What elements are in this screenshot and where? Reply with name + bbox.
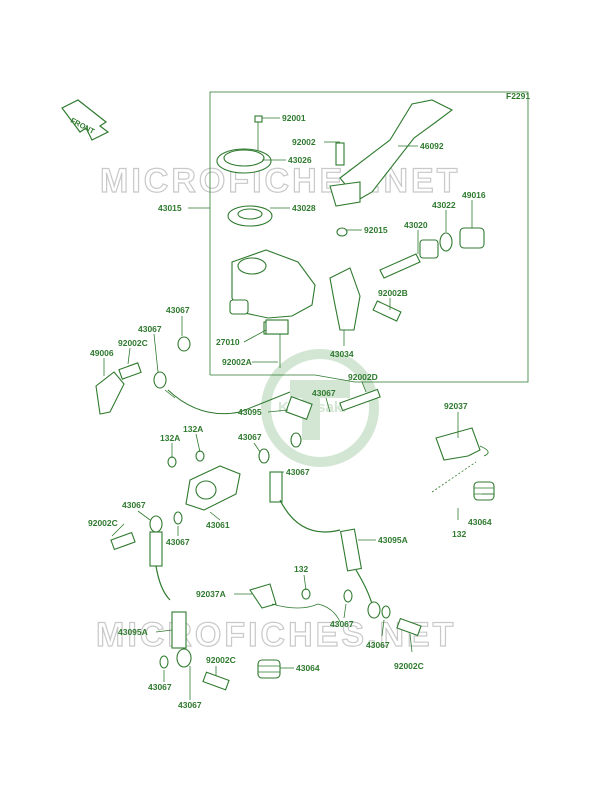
label-92002A: 92002A <box>222 357 252 367</box>
label-92037A: 92037A <box>196 589 226 599</box>
label-43067-e: 43067 <box>286 467 310 477</box>
label-43067-c: 43067 <box>312 388 336 398</box>
connection-guide <box>431 461 477 493</box>
label-132A-a: 132A <box>183 424 203 434</box>
label-43028: 43028 <box>292 203 316 213</box>
grommet-lower <box>257 659 281 679</box>
label-43020: 43020 <box>404 220 428 230</box>
label-43067-k: 43067 <box>178 700 202 710</box>
label-43034: 43034 <box>330 349 354 359</box>
label-43067-b: 43067 <box>138 324 162 334</box>
label-92002C-c: 92002C <box>394 661 424 671</box>
watermark-bottom: MICROFICHES.NET <box>96 616 456 654</box>
piston-assembly <box>379 227 485 279</box>
label-43026: 43026 <box>288 155 312 165</box>
banjo-bolt-lower <box>202 671 230 691</box>
label-92002D: 92002D <box>348 372 378 382</box>
banjo-mid <box>258 388 381 464</box>
label-49016: 49016 <box>462 190 486 200</box>
label-43064-a: 43064 <box>468 517 492 527</box>
label-27010: 27010 <box>216 337 240 347</box>
label-43067-i: 43067 <box>366 640 390 650</box>
label-132-a: 132 <box>452 529 466 539</box>
label-92002: 92002 <box>292 137 316 147</box>
label-43067-d: 43067 <box>238 432 262 442</box>
figure-code: F2291 <box>506 91 530 101</box>
label-43095A-a: 43095A <box>378 535 408 545</box>
brake-switch <box>265 319 289 368</box>
label-43095: 43095 <box>238 407 262 417</box>
lever-holder <box>329 267 402 331</box>
brake-hose-lower-left <box>110 511 192 669</box>
label-43015: 43015 <box>158 203 182 213</box>
label-43064-b: 43064 <box>296 663 320 673</box>
label-43067-a: 43067 <box>166 305 190 315</box>
label-132-b: 132 <box>294 564 308 574</box>
diaphragm <box>227 205 273 227</box>
label-92002C-b: 92002C <box>88 518 118 528</box>
label-43095A-b: 43095A <box>118 627 148 637</box>
label-92002C-a: 92002C <box>118 338 148 348</box>
label-43067-j: 43067 <box>148 682 172 692</box>
callouts: 92001 92002 46092 43026 43015 43028 4901… <box>88 113 494 710</box>
label-92037: 92037 <box>444 401 468 411</box>
watermark-top: MICROFICHES.NET <box>100 162 460 200</box>
label-92002B: 92002B <box>378 288 408 298</box>
brake-hose-upper <box>167 389 291 415</box>
label-46092: 46092 <box>420 141 444 151</box>
label-92001: 92001 <box>282 113 306 123</box>
hose-clamp-lower <box>249 583 341 623</box>
reservoir-cap <box>216 115 272 174</box>
label-92015: 92015 <box>364 225 388 235</box>
label-49006: 49006 <box>90 348 114 358</box>
assembly-frame <box>209 91 529 383</box>
front-arrow-icon: FRONT <box>61 99 110 141</box>
brake-hose-lower-right <box>269 471 422 637</box>
label-43061: 43061 <box>206 520 230 530</box>
label-43067-f: 43067 <box>122 500 146 510</box>
grommet-right <box>473 481 495 501</box>
label-92002C-d: 92002C <box>206 655 236 665</box>
label-43022: 43022 <box>432 200 456 210</box>
hose-clamp-right <box>435 427 489 461</box>
label-132A-b: 132A <box>160 433 180 443</box>
brake-joint <box>167 450 241 511</box>
kawasaki-logo: Kawasaki <box>261 349 379 467</box>
label-43067-h: 43067 <box>330 619 354 629</box>
label-43067-g: 43067 <box>166 537 190 547</box>
brake-lever <box>329 99 454 237</box>
banjo-upper-left <box>95 336 191 415</box>
